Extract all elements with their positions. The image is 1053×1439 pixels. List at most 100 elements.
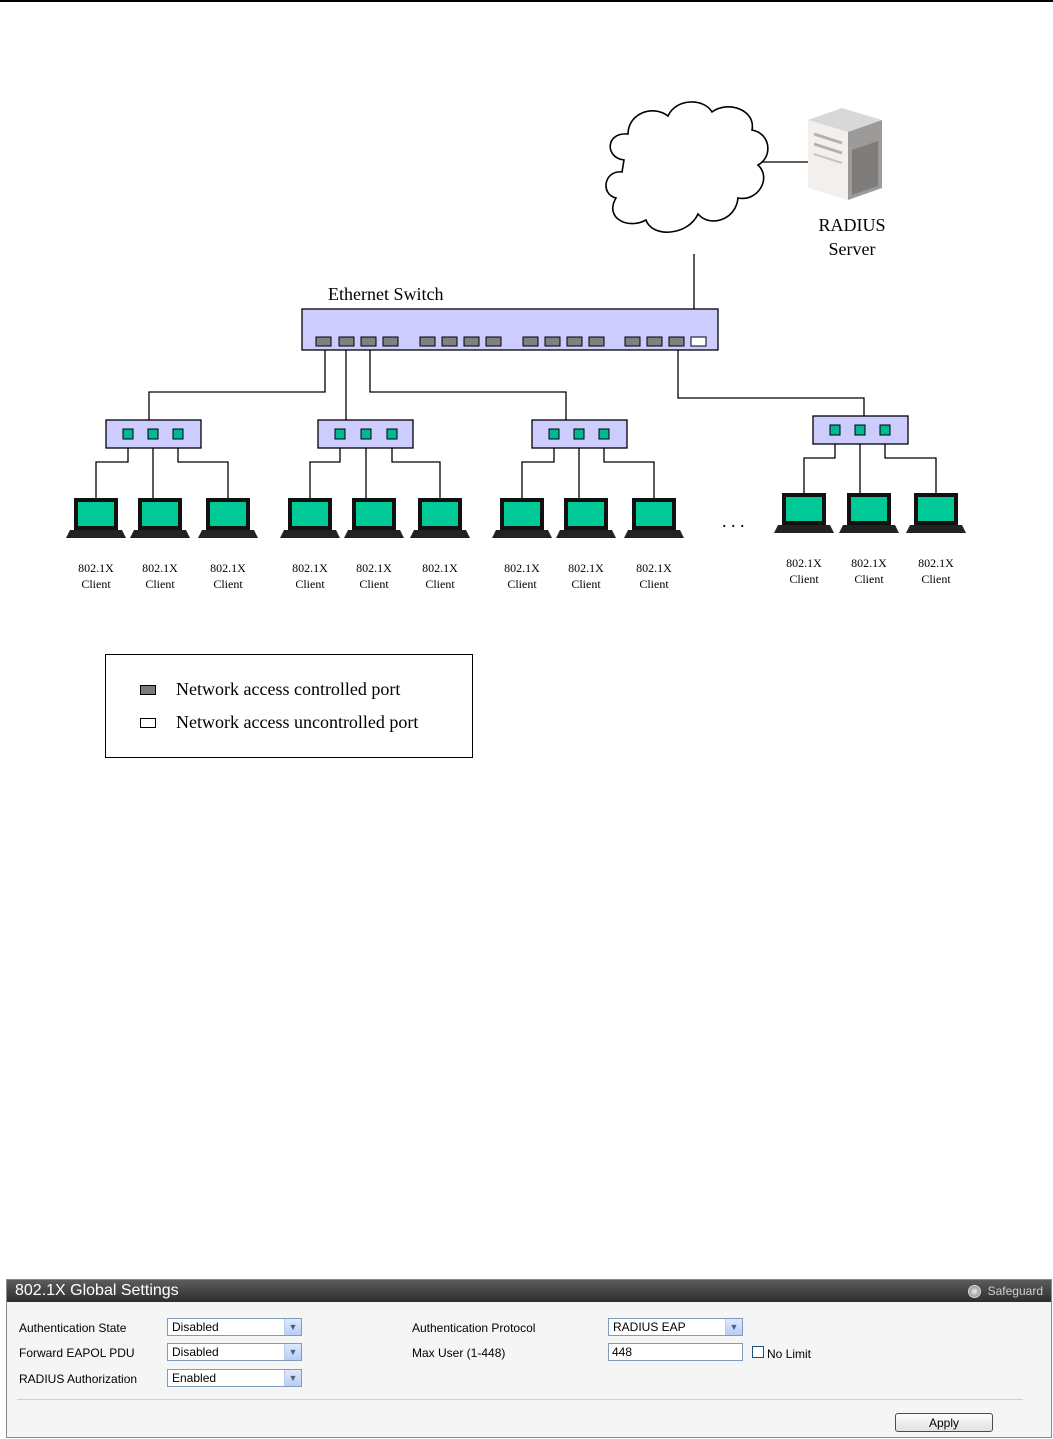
forward-eapol-select[interactable]: Disabled ▼ <box>167 1343 302 1361</box>
auth-protocol-label: Authentication Protocol <box>412 1321 536 1335</box>
laptop-screen <box>292 502 328 526</box>
auth-state-value: Disabled <box>172 1320 219 1334</box>
laptop-screen <box>786 497 822 521</box>
forward-eapol-label: Forward EAPOL PDU <box>19 1346 135 1360</box>
max-user-input[interactable]: 448 <box>608 1343 743 1361</box>
laptop-icon <box>839 493 899 533</box>
hub-port <box>122 428 134 440</box>
chevron-down-icon: ▼ <box>284 1370 301 1386</box>
panel-title: 802.1X Global Settings <box>15 1282 179 1299</box>
max-user-value: 448 <box>612 1345 633 1359</box>
radius-auth-select[interactable]: Enabled ▼ <box>167 1369 302 1387</box>
client-label-line1: 802.1X <box>78 561 114 575</box>
radius-label-2: Server <box>829 239 876 259</box>
client-label-line2: Client <box>571 577 601 591</box>
laptop-screen <box>568 502 604 526</box>
laptop-base <box>774 525 834 533</box>
client-label-line2: Client <box>425 577 455 591</box>
legend-box: Network access controlled port Network a… <box>105 654 473 758</box>
hub-port <box>829 424 841 436</box>
client-link <box>391 442 441 498</box>
laptop-base <box>906 525 966 533</box>
no-limit-checkbox[interactable] <box>752 1346 764 1358</box>
more-groups-ellipsis: . . . <box>722 511 745 531</box>
client-link <box>884 438 937 493</box>
client-label-line2: Client <box>789 572 819 586</box>
client-label-line1: 802.1X <box>568 561 604 575</box>
controlled-port-swatch <box>140 684 156 695</box>
client-label-line1: 802.1X <box>210 561 246 575</box>
laptop-screen <box>142 502 178 526</box>
laptop-icon <box>906 493 966 533</box>
radius-label-1: RADIUS <box>818 215 885 235</box>
laptop-screen <box>636 502 672 526</box>
hub-port <box>386 428 398 440</box>
client-link <box>603 442 655 498</box>
client-link <box>521 442 555 498</box>
chevron-down-icon: ▼ <box>284 1319 301 1335</box>
max-user-label: Max User (1-448) <box>412 1346 506 1360</box>
laptop-icon <box>280 498 340 538</box>
client-label-line1: 802.1X <box>422 561 458 575</box>
radius-auth-label: RADIUS Authorization <box>19 1372 138 1386</box>
auth-protocol-select[interactable]: RADIUS EAP ▼ <box>608 1318 743 1336</box>
client-label-line2: Client <box>145 577 175 591</box>
radius-auth-value: Enabled <box>172 1371 217 1385</box>
laptop-base <box>280 530 340 538</box>
auth-state-label: Authentication State <box>19 1321 127 1335</box>
hub-port <box>172 428 184 440</box>
forward-eapol-value: Disabled <box>172 1345 219 1359</box>
network-diagram: RADIUS Server Ethernet Switch 802.1XClie… <box>66 101 966 591</box>
client-group: 802.1X Client 802.1X Client 802.1X Client <box>492 419 684 591</box>
laptop-screen <box>851 497 887 521</box>
radius-server-icon <box>808 108 882 200</box>
laptop-icon <box>410 498 470 538</box>
client-label-line2: Client <box>81 577 111 591</box>
no-limit-label: No Limit <box>767 1347 812 1361</box>
legend-controlled: Network access controlled port <box>140 679 400 700</box>
client-label-line2: Client <box>507 577 537 591</box>
laptop-screen <box>918 497 954 521</box>
panel-header: 802.1X Global Settings Safeguard <box>7 1280 1051 1302</box>
client-label-line2: Client <box>639 577 669 591</box>
page-top-rule <box>0 0 1053 2</box>
client-label-line1: 802.1X <box>636 561 672 575</box>
client-link <box>95 442 129 498</box>
laptop-screen <box>504 502 540 526</box>
hub-port <box>360 428 372 440</box>
laptop-base <box>839 525 899 533</box>
laptop-icon <box>624 498 684 538</box>
laptop-base <box>556 530 616 538</box>
laptop-base <box>130 530 190 538</box>
client-link <box>309 442 341 498</box>
apply-button[interactable]: Apply <box>895 1413 993 1432</box>
hub-port <box>854 424 866 436</box>
hub-port <box>573 428 585 440</box>
auth-protocol-value: RADIUS EAP <box>613 1320 686 1334</box>
client-label-line2: Client <box>921 572 951 586</box>
legend-uncontrolled-label: Network access uncontrolled port <box>176 712 419 732</box>
client-label-line1: 802.1X <box>292 561 328 575</box>
laptop-screen <box>422 502 458 526</box>
safeguard-icon <box>967 1284 981 1298</box>
safeguard-indicator[interactable]: Safeguard <box>967 1284 1043 1298</box>
laptop-icon <box>344 498 404 538</box>
laptop-base <box>624 530 684 538</box>
chevron-down-icon: ▼ <box>725 1319 742 1335</box>
link-lines <box>148 161 865 420</box>
switch-ports <box>315 336 707 347</box>
client-label-line2: Client <box>213 577 243 591</box>
client-label-line1: 802.1X <box>504 561 540 575</box>
laptop-base <box>198 530 258 538</box>
hub-port <box>147 428 159 440</box>
auth-state-select[interactable]: Disabled ▼ <box>167 1318 302 1336</box>
laptop-icon <box>130 498 190 538</box>
hub-port <box>548 428 560 440</box>
client-link <box>177 442 229 498</box>
laptop-base <box>410 530 470 538</box>
laptop-icon <box>198 498 258 538</box>
hub-port <box>879 424 891 436</box>
global-settings-panel: 802.1X Global Settings Safeguard Authent… <box>6 1279 1052 1438</box>
